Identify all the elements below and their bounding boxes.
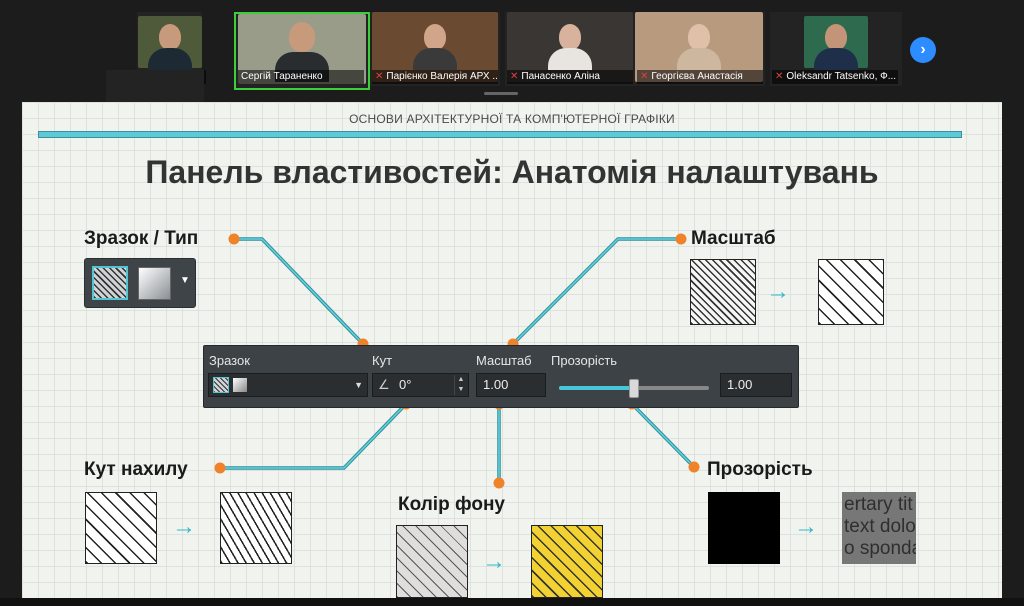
scale-field-label: Масштаб	[476, 353, 532, 368]
opacity-input[interactable]: 1.00	[720, 373, 792, 397]
angle-spinner[interactable]: ▲▼	[454, 375, 467, 395]
gradient-swatch	[138, 267, 171, 300]
participant-name: Парієнко Валерія АРХ ...	[386, 71, 498, 82]
participant-name: Георгієва Анастасія	[651, 71, 743, 82]
opacity-field-label: Прозорість	[551, 353, 618, 368]
avatar	[158, 24, 181, 50]
muted-mic-icon: ✕	[640, 71, 649, 82]
properties-panel: Зразок ▼ Кут ∠ 0° ▲▼ Масштаб 1.00 Прозор…	[203, 345, 799, 408]
muted-mic-icon: ✕	[775, 71, 784, 82]
hatch-swatch	[213, 377, 229, 393]
bgcolor-before-swatch	[396, 525, 468, 598]
angle-before-swatch	[85, 492, 157, 564]
connector-dot	[675, 233, 687, 245]
opacity-slider[interactable]	[559, 379, 709, 398]
participant-name: Oleksandr Tatsenko, Ф...	[786, 71, 897, 82]
avatar	[289, 22, 315, 52]
muted-mic-icon: ✕	[510, 71, 519, 82]
angle-after-swatch	[220, 492, 292, 564]
opacity-before-swatch	[708, 492, 780, 564]
participant-name-label: ✕Парієнко Валерія АРХ ...	[372, 70, 498, 84]
avatar	[825, 24, 847, 50]
scale-before-swatch	[690, 259, 756, 325]
scale-input[interactable]: 1.00	[476, 373, 546, 397]
bgcolor-after-swatch	[531, 525, 603, 598]
connector-dot	[688, 461, 700, 473]
connector-lines	[214, 233, 700, 489]
slide-title: Панель властивостей: Анатомія налаштуван…	[145, 154, 879, 190]
participant-name-label: ✕Панасенко Аліна	[507, 70, 633, 84]
muted-mic-icon: ✕	[375, 71, 384, 82]
participant-strip: › ✕Дмитро БородайСергій Тараненко✕Парієн…	[0, 0, 1024, 98]
sample-type-label: Зразок / Тип	[84, 228, 199, 249]
connector-dot	[214, 462, 226, 474]
bottom-toolbar	[0, 598, 1024, 606]
participant-name-label: ✕Георгієва Анастасія	[637, 70, 763, 84]
angle-icon: ∠	[378, 377, 390, 392]
participant-name: Сергій Тараненко	[241, 71, 323, 82]
opacity-slider-thumb[interactable]	[629, 379, 639, 398]
course-header: ОСНОВИ АРХІТЕКТУРНОЇ ТА КОМП'ЮТЕРНОЇ ГРА…	[349, 112, 675, 126]
participant-tile[interactable]	[137, 12, 202, 86]
angle-label: Кут нахилу	[84, 459, 188, 480]
participant-name-label: Сергій Тараненко	[238, 70, 364, 84]
opacity-label: Прозорість	[707, 459, 813, 480]
chevron-down-icon: ▼	[354, 380, 363, 390]
arrow-right-icon: →	[482, 548, 506, 575]
sample-field-label: Зразок	[209, 353, 250, 368]
angle-input[interactable]: ∠ 0° ▲▼	[372, 373, 469, 397]
bgcolor-label: Колір фону	[398, 494, 505, 515]
participant-name: Панасенко Аліна	[521, 71, 600, 82]
arrow-right-icon: →	[172, 513, 196, 540]
shared-slide: ОСНОВИ АРХІТЕКТУРНОЇ ТА КОМП'ЮТЕРНОЇ ГРА…	[22, 102, 1002, 598]
header-divider	[38, 131, 962, 138]
sample-select[interactable]: ▼	[208, 373, 368, 397]
arrow-right-icon: →	[794, 513, 818, 540]
angle-field-label: Кут	[372, 353, 393, 368]
chevron-down-icon: ▼	[180, 275, 190, 286]
connector-dot	[228, 233, 240, 245]
opacity-after-swatch: ertary tit text dolo o sponda	[842, 492, 916, 564]
sample-type-widget: ▼	[84, 258, 196, 308]
hatch-swatch	[92, 266, 128, 300]
arrow-right-icon: →	[766, 278, 790, 305]
scale-label: Масштаб	[691, 228, 776, 249]
avatar	[424, 24, 446, 50]
avatar	[559, 24, 581, 50]
connector-dot	[493, 477, 505, 489]
scale-after-swatch	[818, 259, 884, 325]
chevron-right-icon[interactable]: ›	[910, 37, 936, 63]
avatar	[688, 24, 710, 50]
participant-name-label: ✕Oleksandr Tatsenko, Ф...	[772, 70, 898, 84]
strip-drag-handle[interactable]	[484, 92, 518, 95]
gradient-swatch	[233, 378, 247, 392]
opacity-slider-fill	[559, 386, 634, 390]
